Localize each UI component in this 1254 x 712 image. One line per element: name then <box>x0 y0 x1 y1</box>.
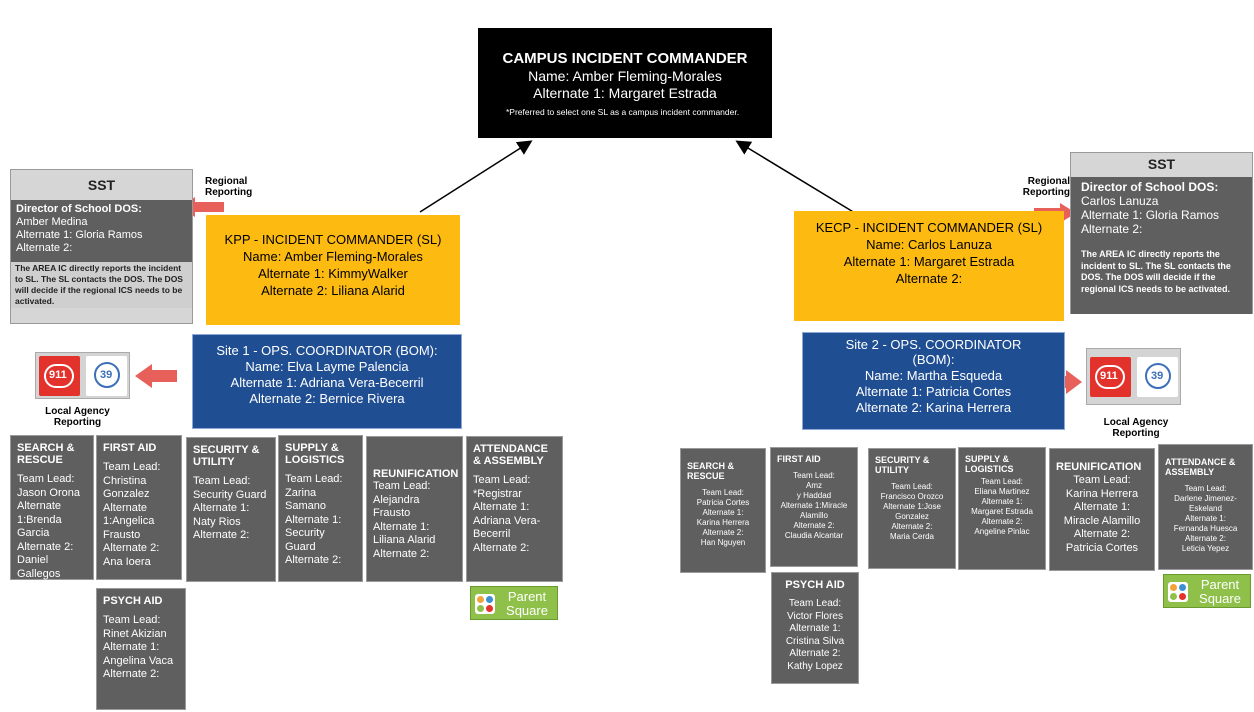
parentsquare-text-2: Square <box>1199 591 1241 606</box>
parentsquare-text-2: Square <box>506 603 548 618</box>
left-ops-name: Name: Elva Layme Palencia <box>245 359 409 374</box>
prop-39-icon: 39 <box>86 356 127 396</box>
parentsquare-text-1: Parent <box>507 589 547 604</box>
right-ops-title: Site 2 - OPS. COORDINATOR (BOM): <box>845 337 1022 367</box>
commander-alt1: Alternate 1: Margaret Estrada <box>533 85 717 101</box>
right-sst-dos-title: Director of School DOS: <box>1081 180 1219 194</box>
left-sst-dos: Director of School DOS: Amber Medina Alt… <box>11 200 192 262</box>
icon-911-text: 911 <box>49 369 67 381</box>
left-ops-title: Site 1 - OPS. COORDINATOR (BOM): <box>216 343 438 358</box>
left-external-icons: 911 39 <box>35 352 130 399</box>
icon-911-text: 911 <box>1100 370 1118 382</box>
emergency-911-icon: 911 <box>39 356 80 396</box>
left-sst-box: SST Director of School DOS: Amber Medina… <box>10 169 193 324</box>
right-ops-name: Name: Martha Esqueda <box>864 368 1003 383</box>
right-sst-dos-name: Carlos Lanuza <box>1081 194 1159 208</box>
right-sst-alt2: Alternate 2: <box>1081 222 1143 236</box>
emergency-911-icon: 911 <box>1090 357 1131 397</box>
left-sst-header: SST <box>87 177 116 193</box>
right-ops-alt1: Alternate 1: Patricia Cortes <box>855 384 1012 399</box>
left-ic-alt1: Alternate 1: KimmyWalker <box>258 266 408 281</box>
left-sst-note: The AREA IC directly reports the inciden… <box>11 262 192 308</box>
left-ic-title: KPP - INCIDENT COMMANDER (SL) <box>224 232 442 247</box>
right-ic-alt2: Alternate 2: <box>895 271 963 286</box>
left-ops-alt1: Alternate 1: Adriana Vera-Becerril <box>230 375 424 390</box>
commander-note: *Preferred to select one SL as a campus … <box>506 107 740 117</box>
right-external-icons: 911 39 <box>1086 348 1181 405</box>
left-ops-box: Site 1 - OPS. COORDINATOR (BOM): Name: E… <box>192 334 462 429</box>
left-sst-alt1: Alternate 1: Gloria Ramos <box>16 229 143 241</box>
left-ic-box: KPP - INCIDENT COMMANDER (SL) Name: Ambe… <box>206 215 460 325</box>
left-sst-alt2: Alternate 2: <box>16 242 73 254</box>
right-parentsquare-logo: Parent Square <box>1163 574 1251 608</box>
campus-commander-box: CAMPUS INCIDENT COMMANDER Name: Amber Fl… <box>478 28 772 138</box>
icon-prop-text: 39 <box>1151 370 1164 382</box>
icon-prop-text: 39 <box>100 369 113 381</box>
left-ic-name: Name: Amber Fleming-Morales <box>243 249 423 264</box>
left-local-arrow <box>135 364 177 388</box>
left-parentsquare-logo: Parent Square <box>470 586 558 620</box>
right-ic-box: KECP - INCIDENT COMMANDER (SL) Name: Car… <box>794 211 1064 321</box>
parentsquare-icon <box>1168 582 1188 602</box>
parentsquare-text-1: Parent <box>1200 577 1240 592</box>
right-sst-dos: Director of School DOS: Carlos Lanuza Al… <box>1071 177 1252 244</box>
left-local-label: Local Agency Reporting <box>45 406 110 428</box>
left-to-commander-line <box>419 140 533 213</box>
right-ic-alt1: Alternate 1: Margaret Estrada <box>843 254 1015 269</box>
right-sst-note: The AREA IC directly reports the inciden… <box>1071 244 1252 314</box>
left-sst-dos-title: Director of School DOS: <box>16 203 142 215</box>
right-ops-alt2: Alternate 2: Karina Herrera <box>855 400 1012 415</box>
right-ic-name: Name: Carlos Lanuza <box>866 237 992 252</box>
left-ic-alt2: Alternate 2: Liliana Alarid <box>261 283 405 298</box>
left-sst-dos-name: Amber Medina <box>16 216 88 228</box>
left-regional-label: Regional Reporting <box>205 176 253 198</box>
commander-name: Name: Amber Fleming-Morales <box>528 68 722 84</box>
left-ops-alt2: Alternate 2: Bernice Rivera <box>249 391 405 406</box>
right-sst-header: SST <box>1147 156 1176 172</box>
right-sst-alt1: Alternate 1: Gloria Ramos <box>1081 208 1220 222</box>
right-regional-label: Regional Reporting <box>1022 176 1070 198</box>
right-to-commander-line <box>735 140 856 214</box>
right-local-label: Local Agency Reporting <box>1103 417 1169 439</box>
commander-title: CAMPUS INCIDENT COMMANDER <box>502 50 748 67</box>
right-ops-box: Site 2 - OPS. COORDINATOR (BOM): Name: M… <box>802 332 1065 430</box>
parentsquare-icon <box>475 594 495 614</box>
right-sst-box: SST Director of School DOS: Carlos Lanuz… <box>1070 152 1253 314</box>
right-ic-title: KECP - INCIDENT COMMANDER (SL) <box>815 220 1043 235</box>
prop-39-icon: 39 <box>1137 357 1178 397</box>
